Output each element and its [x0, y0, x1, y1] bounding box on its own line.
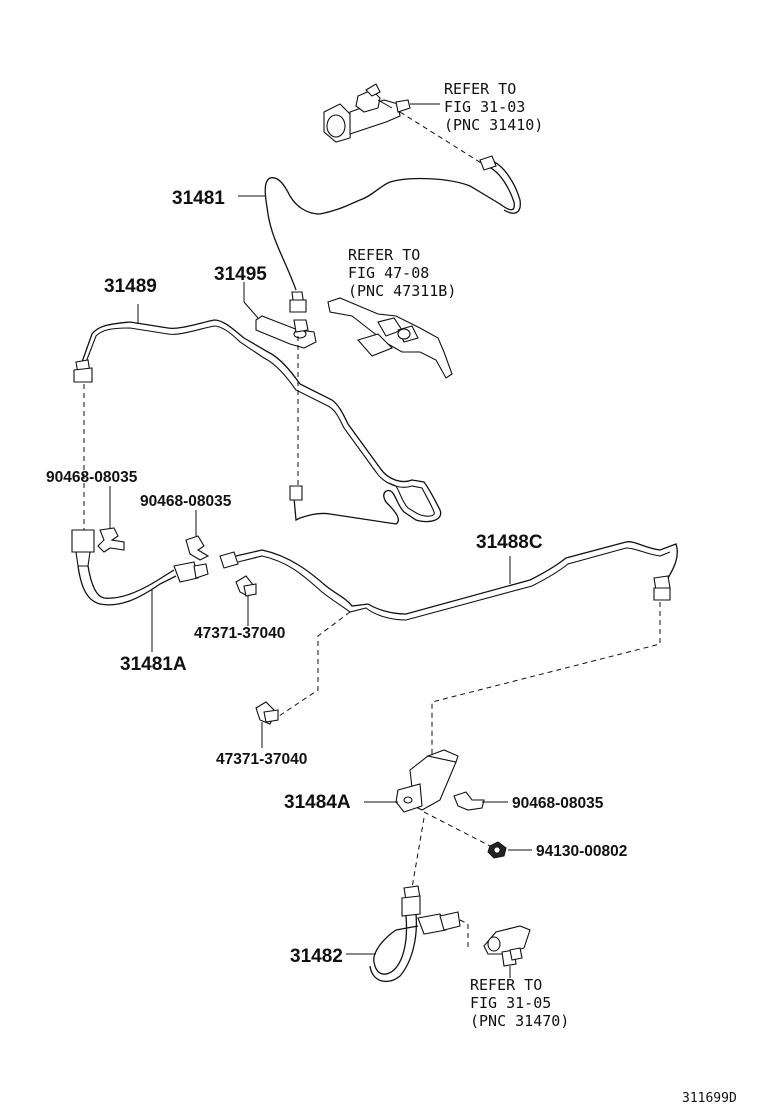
label-31481A: 31481A: [120, 654, 187, 675]
nut-icon[interactable]: [487, 841, 507, 859]
label-clamp-1: 47371-37040: [194, 625, 285, 642]
refer-note-3[interactable]: REFER TO FIG 31-05 (PNC 31470): [470, 976, 569, 1030]
master-cylinder-icon: [323, 83, 411, 143]
refer-note-1[interactable]: REFER TO FIG 31-03 (PNC 31410): [444, 80, 543, 134]
label-clamp-2: 47371-37040: [216, 751, 307, 768]
refer-3-line1: REFER TO: [470, 976, 542, 994]
bracket-31484A[interactable]: [395, 749, 459, 813]
clip-icon[interactable]: [453, 791, 485, 811]
refer-2-line3: (PNC 47311B): [348, 282, 456, 300]
label-clip-2: 90468-08035: [140, 493, 232, 510]
label-clip-1: 90468-08035: [46, 469, 138, 486]
refer-1-line3: (PNC 31410): [444, 116, 543, 134]
refer-3-line3: (PNC 31470): [470, 1012, 569, 1030]
refer-2-line2: FIG 47-08: [348, 264, 429, 282]
refer-1-line1: REFER TO: [444, 80, 516, 98]
label-31495: 31495: [214, 264, 267, 285]
refer-note-2[interactable]: REFER TO FIG 47-08 (PNC 47311B): [348, 246, 456, 300]
label-31489: 31489: [104, 276, 157, 297]
pipe-31488C[interactable]: [219, 541, 678, 621]
release-cylinder-icon: [483, 925, 531, 967]
pedal-bracket-icon: [327, 297, 453, 379]
pipe-31489[interactable]: [73, 319, 442, 525]
label-nut: 94130-00802: [536, 843, 627, 860]
pipe-31481[interactable]: [264, 155, 521, 313]
clamp-icon[interactable]: [255, 701, 279, 725]
label-clip-3: 90468-08035: [512, 795, 604, 812]
clamp-icon[interactable]: [235, 575, 257, 597]
label-31488C: 31488C: [476, 532, 543, 553]
label-31482: 31482: [290, 946, 343, 967]
bracket-31495[interactable]: [255, 315, 317, 349]
refer-2-line1: REFER TO: [348, 246, 420, 264]
refer-1-line2: FIG 31-03: [444, 98, 525, 116]
diagram-code: 311699D: [682, 1091, 737, 1106]
clip-icon[interactable]: [97, 527, 125, 553]
refer-3-line2: FIG 31-05: [470, 994, 551, 1012]
hose-31482[interactable]: [369, 885, 461, 983]
label-31481: 31481: [172, 188, 225, 209]
label-31484A: 31484A: [284, 792, 351, 813]
hose-31481A[interactable]: [71, 529, 209, 606]
clip-icon[interactable]: [185, 535, 210, 561]
